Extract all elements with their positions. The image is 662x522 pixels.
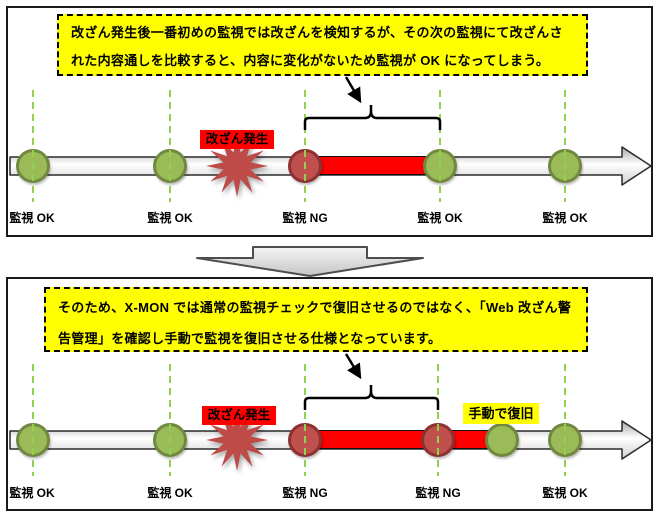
callout-text-line: 改ざん発生後一番初めの監視では改ざんを検知するが、その次の監視にて改ざんさ bbox=[71, 25, 563, 40]
guide-line bbox=[32, 90, 34, 202]
point-label: 監視 NG bbox=[282, 211, 328, 225]
callout-text-line: 告管理」を確認し手動で監視を復旧させる仕様となっています。 bbox=[58, 331, 442, 346]
point-label: 監視 OK bbox=[417, 211, 463, 225]
guide-line bbox=[564, 364, 566, 476]
guide-line bbox=[439, 90, 441, 202]
guide-line bbox=[32, 364, 34, 476]
guide-line bbox=[437, 364, 439, 476]
point-label: 監視 OK bbox=[9, 211, 55, 225]
incident-label-bottom: 改ざん発生 bbox=[202, 406, 276, 425]
guide-line bbox=[304, 364, 306, 476]
tampered-period-top bbox=[304, 156, 441, 175]
point-label: 監視 OK bbox=[542, 211, 588, 225]
point-label: 監視 OK bbox=[147, 211, 193, 225]
transition-down-arrow-icon bbox=[196, 246, 424, 277]
recovery-label: 手動で復旧 bbox=[463, 403, 539, 424]
callout-explanation-bottom: そのため、X-MON では通常の監視チェックで復旧させるのではなく、「Web 改… bbox=[44, 287, 588, 352]
callout-text-line: そのため、X-MON では通常の監視チェックで復旧させるのではなく、「Web 改… bbox=[58, 300, 572, 315]
point-label: 監視 NG bbox=[415, 486, 461, 500]
guide-line bbox=[169, 90, 171, 202]
guide-line bbox=[304, 90, 306, 202]
monitor-node-recovered bbox=[485, 423, 519, 457]
point-label: 監視 OK bbox=[542, 486, 588, 500]
point-label: 監視 OK bbox=[147, 486, 193, 500]
callout-text-line: れた内容通しを比較すると、内容に変化がないため監視が OK になってしまう。 bbox=[71, 53, 550, 68]
point-label: 監視 OK bbox=[9, 486, 55, 500]
guide-line bbox=[564, 90, 566, 202]
point-label: 監視 NG bbox=[282, 486, 328, 500]
tampered-period-bottom bbox=[304, 430, 502, 449]
guide-line bbox=[169, 364, 171, 476]
incident-label-top: 改ざん発生 bbox=[200, 130, 274, 149]
callout-explanation-top: 改ざん発生後一番初めの監視では改ざんを検知するが、その次の監視にて改ざんさ れた… bbox=[57, 14, 588, 76]
